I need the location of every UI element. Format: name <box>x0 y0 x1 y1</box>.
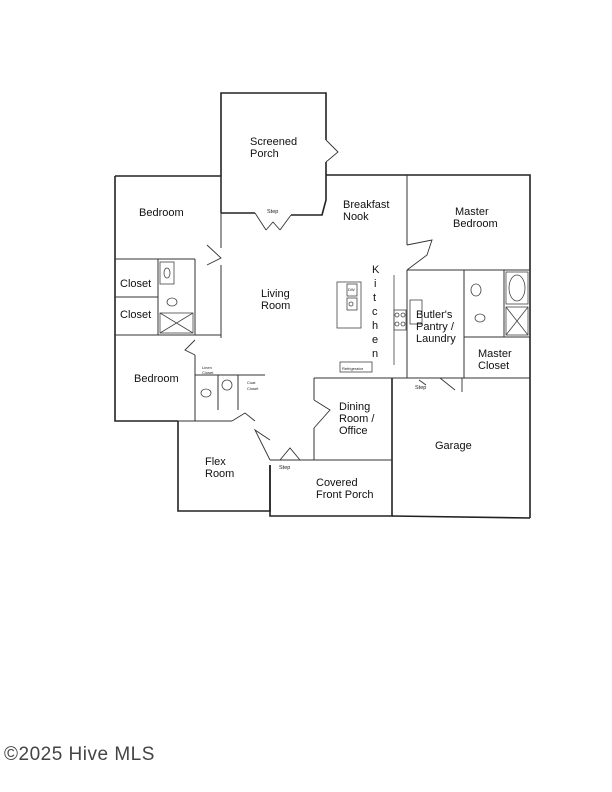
label-kitchen: t <box>373 292 376 304</box>
label-butlers-pantry: Butler's <box>416 309 453 321</box>
room-labels: Screened Porch Bedroom Breakfast Nook Ma… <box>120 136 512 501</box>
label-butlers-pantry: Laundry <box>416 333 456 345</box>
label-linen-closet: Linen <box>202 365 212 370</box>
label-screened-porch: Porch <box>250 148 279 160</box>
label-step-garage: Step <box>415 385 426 391</box>
watermark: ©2025 Hive MLS <box>4 744 155 765</box>
label-step-porch: Step <box>267 209 278 215</box>
label-master-bedroom: Master <box>455 206 489 218</box>
label-kitchen: e <box>372 334 378 346</box>
label-bedroom-2: Bedroom <box>134 373 179 385</box>
label-master-closet: Master <box>478 348 512 360</box>
label-coat-closet: Closet <box>247 386 259 391</box>
label-kitchen: n <box>372 348 378 360</box>
label-breakfast-nook: Nook <box>343 211 369 223</box>
label-dining-room: Office <box>339 425 368 437</box>
label-dw: DW <box>348 287 355 292</box>
label-breakfast-nook: Breakfast <box>343 199 389 211</box>
label-kitchen: c <box>372 306 378 318</box>
label-living-room: Room <box>261 300 290 312</box>
label-dining-room: Room / <box>339 413 375 425</box>
label-garage: Garage <box>435 440 472 452</box>
label-kitchen: i <box>374 278 376 290</box>
label-linen-closet: Closet <box>202 370 214 375</box>
label-master-closet: Closet <box>478 360 509 372</box>
label-kitchen: h <box>372 320 378 332</box>
label-dining-room: Dining <box>339 401 370 413</box>
label-covered-front-porch: Front Porch <box>316 489 373 501</box>
label-bedroom-1: Bedroom <box>139 207 184 219</box>
fixtures <box>159 261 529 398</box>
doors <box>184 139 463 461</box>
label-living-room: Living <box>261 288 290 300</box>
label-flex-room: Flex <box>205 456 226 468</box>
label-kitchen: K <box>372 264 380 276</box>
exterior-walls <box>114 92 531 519</box>
label-screened-porch: Screened <box>250 136 297 148</box>
label-step-front: Step <box>279 465 290 471</box>
label-flex-room: Room <box>205 468 234 480</box>
label-closet-2: Closet <box>120 309 151 321</box>
label-coat-closet: Coat <box>247 380 256 385</box>
label-closet-1: Closet <box>120 278 151 290</box>
label-butlers-pantry: Pantry / <box>416 321 455 333</box>
interior-walls <box>115 175 530 461</box>
label-master-bedroom: Bedroom <box>453 218 498 230</box>
annotations: Step Step Step DW Refrigerator <box>267 209 426 471</box>
label-covered-front-porch: Covered <box>316 477 358 489</box>
label-refrigerator: Refrigerator <box>342 366 364 371</box>
